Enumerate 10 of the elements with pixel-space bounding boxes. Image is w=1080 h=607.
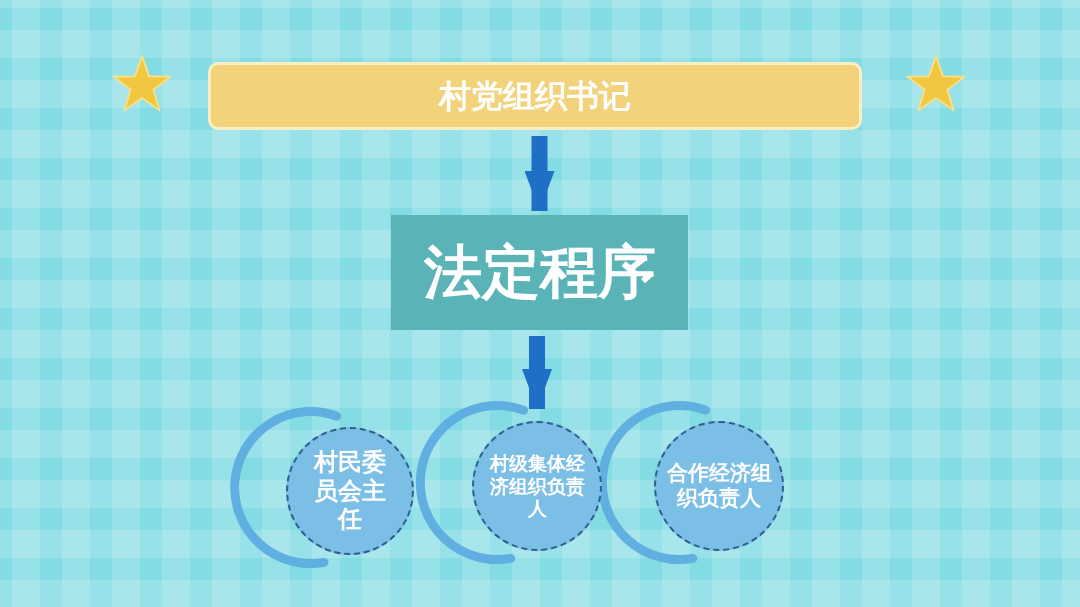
arrow — [524, 136, 555, 211]
node-label: 法定程序 — [423, 237, 656, 308]
node-label: 村民委员会主任 — [312, 447, 387, 535]
node-label: 村级集体经济组织负责人 — [489, 451, 585, 521]
role-circle — [286, 427, 414, 555]
node-label: 合作经济组织负责人 — [666, 460, 772, 512]
process-box — [391, 215, 688, 330]
title-banner — [208, 62, 862, 130]
node-label: 村党组织书记 — [439, 76, 631, 116]
arrow — [522, 336, 552, 409]
